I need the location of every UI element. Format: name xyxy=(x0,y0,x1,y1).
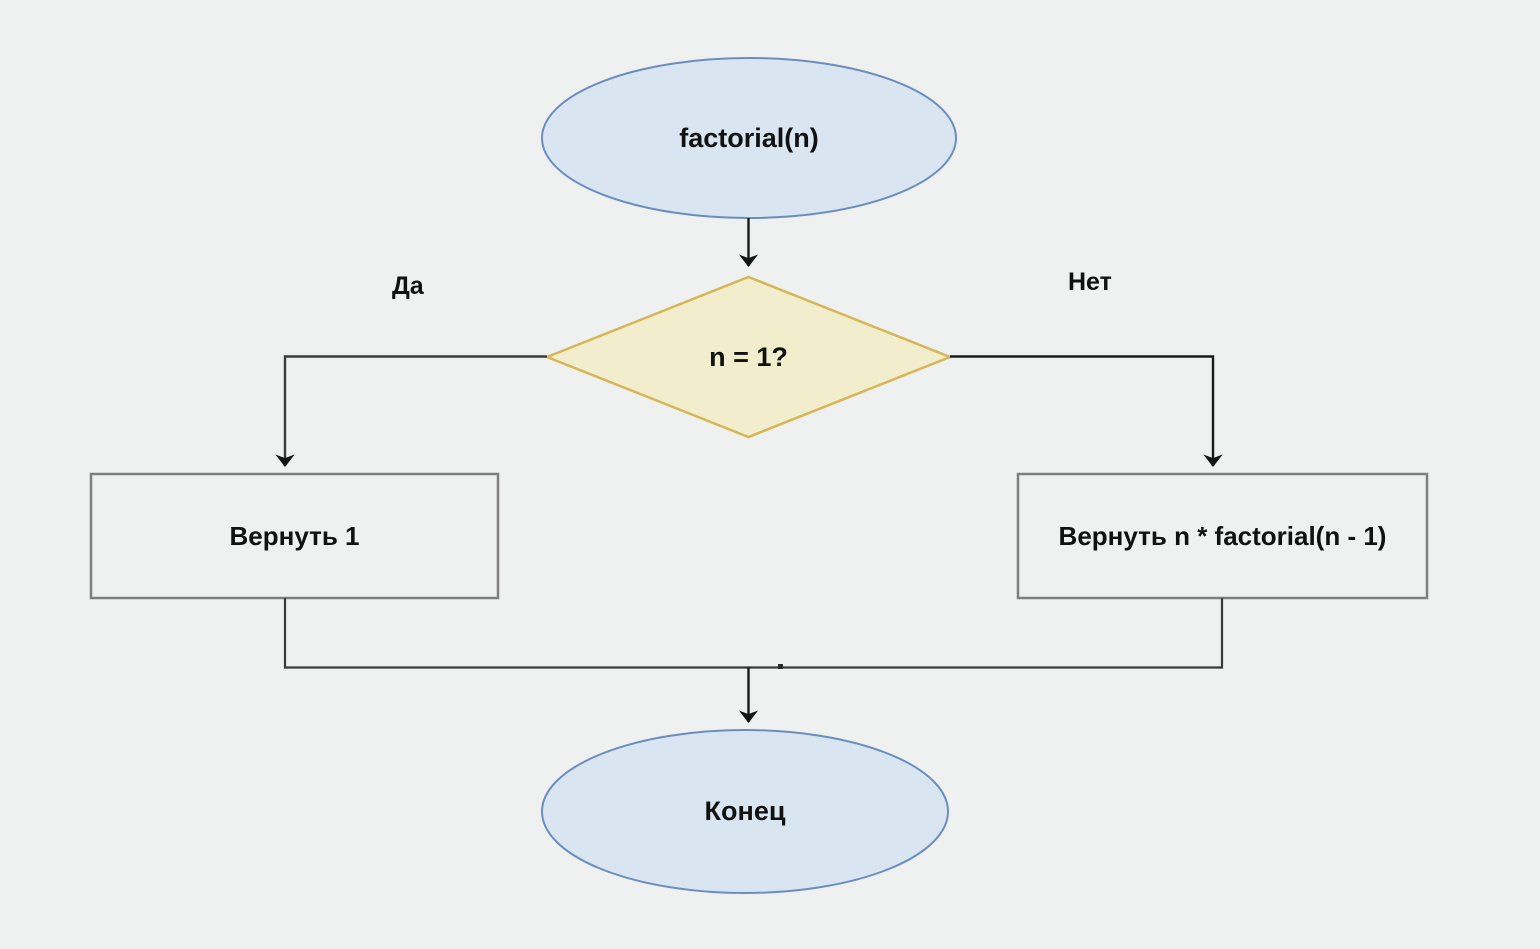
node-end-shape[interactable] xyxy=(541,729,949,894)
node-return-recursive-shape[interactable] xyxy=(1016,472,1429,600)
node-start-shape[interactable] xyxy=(541,57,957,219)
node-decision-shape[interactable] xyxy=(543,275,954,439)
edge-return-one-to-merge xyxy=(283,598,749,669)
edge-label-yes: Да xyxy=(392,272,424,300)
edge-decision-to-return-one xyxy=(275,355,547,467)
edge-decision-to-return-recursive xyxy=(950,355,1223,467)
edge-label-no: Нет xyxy=(1068,268,1112,296)
merge-junction-dot xyxy=(778,664,783,669)
node-return-one-shape[interactable] xyxy=(89,472,500,600)
edge-return-recursive-to-merge xyxy=(748,598,1224,669)
